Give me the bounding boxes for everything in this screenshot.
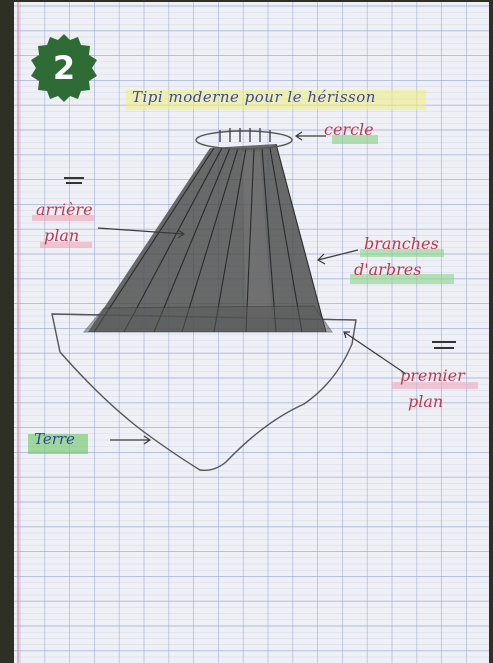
ground-mound xyxy=(52,314,356,470)
label-premier: premier xyxy=(400,366,465,385)
ring-sticks xyxy=(220,128,270,142)
tipi-shade xyxy=(88,144,326,332)
tipi-base xyxy=(84,306,332,332)
step-number: 2 xyxy=(28,32,100,104)
label-premier-plan: plan xyxy=(408,392,443,411)
label-arriere-plan: plan xyxy=(44,226,79,245)
label-terre: Terre xyxy=(34,430,75,448)
label-darbres: d'arbres xyxy=(354,260,421,279)
label-branches: branches xyxy=(364,234,439,253)
label-arriere: arrière xyxy=(36,200,93,219)
label-cercle: cercle xyxy=(324,120,374,139)
